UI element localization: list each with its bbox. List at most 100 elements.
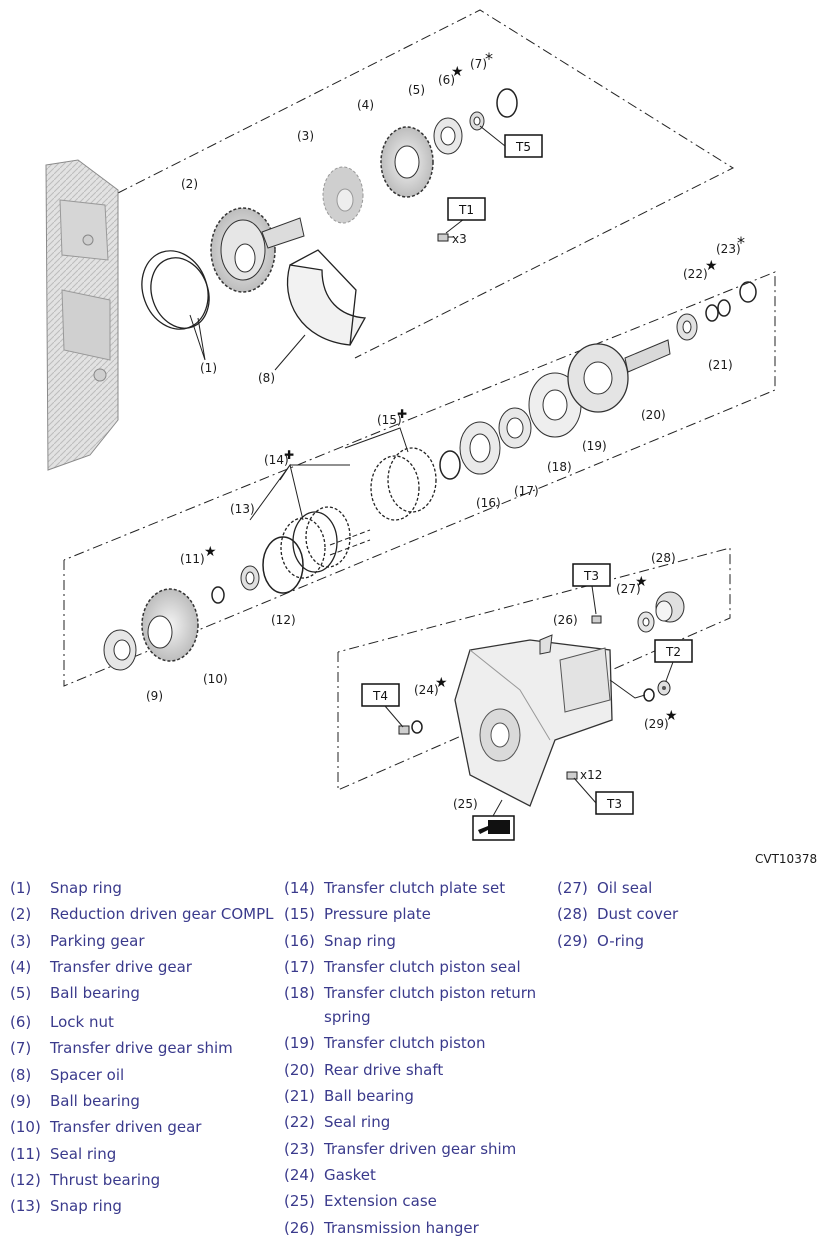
- leader-t3-lower: [573, 777, 597, 804]
- part-3-parking-gear: [322, 166, 364, 224]
- legend-item-number: (19): [284, 1034, 315, 1053]
- leader-t2: [665, 661, 674, 682]
- legend-item-name: Seal ring: [324, 1113, 391, 1132]
- callout-29: (29): [644, 717, 669, 731]
- part-25-extension-case: [454, 639, 613, 807]
- part-16-snap-ring: [439, 450, 461, 480]
- legend-item-name: Ball bearing: [324, 1087, 414, 1106]
- svg-text:T1: T1: [458, 203, 474, 217]
- legend-item-name: Extension case: [324, 1192, 437, 1211]
- torque-box-t2: T2: [654, 639, 693, 663]
- legend-item-number: (8): [10, 1065, 32, 1084]
- legend-item-name: Reduction driven gear COMPL: [50, 905, 274, 924]
- leader-t5: [479, 125, 506, 147]
- legend-item-name: Snap ring: [50, 1197, 122, 1216]
- legend-item-name: Oil seal: [597, 879, 653, 897]
- part-29-o-ring: [643, 688, 655, 702]
- leader-liquid-gasket: [492, 799, 503, 817]
- star-mark-29: ★: [665, 708, 678, 724]
- legend-item-number: (29): [557, 931, 588, 950]
- part-15-pressure-plate: [370, 447, 437, 521]
- legend-item-name: Seal ring: [50, 1144, 117, 1163]
- legend-item: (24)Gasket: [284, 1163, 556, 1187]
- svg-text:T5: T5: [515, 140, 531, 154]
- legend-item-number: (15): [284, 905, 315, 924]
- legend-item-name: Snap ring: [324, 931, 396, 950]
- legend-item: (19)Transfer clutch piston: [284, 1031, 556, 1055]
- legend-item-number: (27): [557, 879, 588, 897]
- legend-item-name: Spacer oil: [50, 1065, 125, 1084]
- clover-mark-15: ✚: [397, 407, 407, 421]
- plug-t2: [657, 680, 671, 696]
- legend-item: (3) Parking gear: [10, 929, 282, 953]
- legend-item: (29) O-ring: [557, 929, 817, 953]
- part-22-seal-ring: [705, 299, 731, 322]
- legend-item-name: Transfer drive gear shim: [50, 1039, 233, 1058]
- leader-1: [189, 314, 206, 361]
- figure-id: CVT10378: [755, 852, 818, 866]
- legend-item-name: Ball bearing: [50, 1092, 140, 1111]
- legend-item: (22)Seal ring: [284, 1110, 556, 1134]
- callout-12: (12): [271, 613, 296, 627]
- callout-23: (23): [716, 242, 741, 256]
- callout-5: (5): [408, 83, 425, 97]
- star-mark-6: ★: [451, 64, 464, 80]
- legend-item: (25) Extension case: [284, 1189, 556, 1213]
- leader-14: [249, 463, 350, 521]
- legend-item-number: (26): [284, 1218, 315, 1237]
- part-1-snap-ring: [141, 250, 210, 330]
- part-20-rear-drive-shaft: [567, 339, 671, 413]
- liquid-gasket-icon: [472, 815, 515, 841]
- callout-26: (26): [553, 613, 578, 627]
- part-9-ball-bearing: [103, 629, 137, 671]
- legend-item-number: (25): [284, 1192, 315, 1211]
- leader-t3-upper: [591, 585, 597, 615]
- legend-item: (5)Ball bearing: [10, 981, 282, 1005]
- legend-item-number: (23): [284, 1139, 315, 1158]
- legend-item: (11) Seal ring: [10, 1142, 282, 1166]
- legend-item-number: (6): [10, 1013, 32, 1032]
- part-10-transfer-driven-gear: [141, 588, 199, 662]
- callout-9: (9): [146, 689, 163, 703]
- part-5-ball-bearing: [433, 117, 463, 155]
- bolt-t1: [437, 233, 454, 242]
- legend-item-number: (3): [10, 931, 32, 950]
- part-8-spacer-oil: [286, 249, 367, 346]
- legend-item: (26)Transmission hanger: [284, 1216, 556, 1240]
- asterisk-mark-7: *: [485, 49, 493, 68]
- legend-item-number: (24): [284, 1165, 315, 1184]
- clover-mark-14: ✚: [284, 448, 294, 462]
- legend-item-name: Rear drive shaft: [324, 1060, 444, 1079]
- callout-10: (10): [203, 672, 228, 686]
- part-11-seal-ring: [211, 586, 225, 604]
- legend-item: (9) Ball bearing: [10, 1089, 282, 1113]
- legend-item-name: Parking gear: [50, 931, 145, 950]
- legend-item-name: O-ring: [597, 931, 644, 950]
- transmission-case: [45, 159, 119, 471]
- legend-item: (21)Ball bearing: [284, 1084, 556, 1108]
- part-26-transmission-hanger: [539, 634, 553, 655]
- asterisk-mark-23: *: [737, 233, 745, 252]
- legend-item: (4)Transfer drive gear: [10, 955, 282, 979]
- legend-item-number: (13): [10, 1197, 41, 1216]
- part-21-ball-bearing: [676, 313, 698, 341]
- legend-item-number: (28): [557, 905, 588, 924]
- bolt-t4: [398, 725, 410, 735]
- torque-box-t1: T1: [447, 197, 486, 221]
- legend-item-number: (5): [10, 984, 32, 1003]
- legend-item-number: (9): [10, 1092, 32, 1111]
- callout-16: (16): [476, 496, 501, 510]
- callout-2: (2): [181, 177, 198, 191]
- callout-6: (6): [438, 73, 455, 87]
- legend-item: (13) Snap ring: [10, 1194, 282, 1218]
- svg-text:T2: T2: [665, 645, 681, 659]
- legend-item-name: Pressure plate: [324, 905, 431, 924]
- legend-item: (16)Snap ring: [284, 929, 556, 953]
- callout-14: (14): [264, 453, 289, 467]
- legend-item-number: (10): [10, 1118, 41, 1137]
- legend-item: (1)Snap ring: [10, 876, 282, 900]
- part-13-snap-ring: [262, 536, 304, 594]
- legend-item-number: (11): [10, 1144, 41, 1163]
- legend-item: (18)Transfer clutch piston return spring: [284, 981, 556, 1029]
- svg-text:T3: T3: [606, 797, 622, 811]
